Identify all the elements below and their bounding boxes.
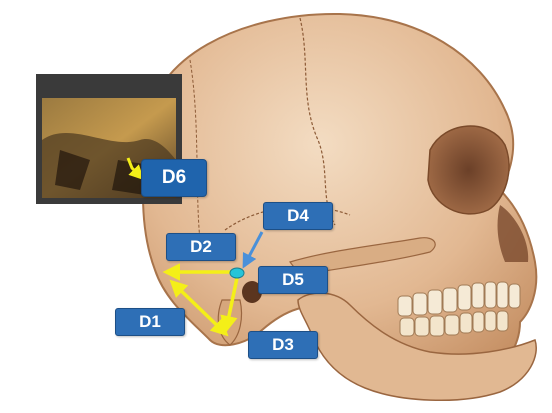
label-d2: D2 [166,233,236,261]
label-d3: D3 [248,331,318,359]
d5-marker [230,268,244,278]
label-d5: D5 [258,266,328,294]
label-d4: D4 [263,202,333,230]
label-d1: D1 [115,308,185,336]
label-d6: D6 [141,159,207,197]
orbit [428,126,509,214]
